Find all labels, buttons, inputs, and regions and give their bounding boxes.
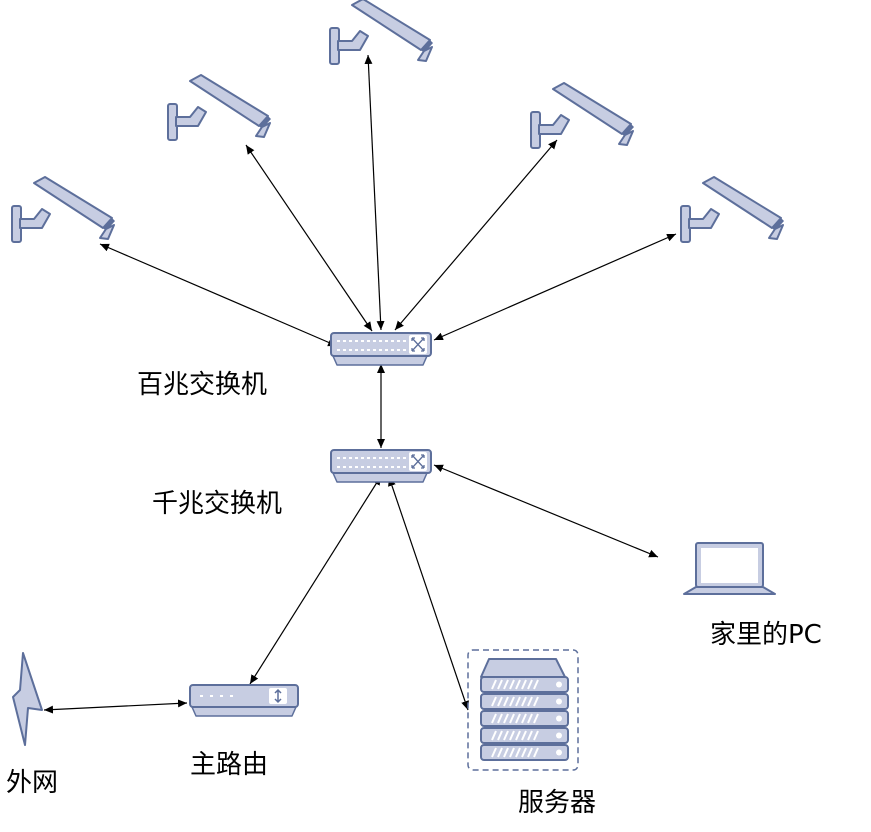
- link-camera-1: [99, 243, 338, 347]
- server-label: 服务器: [518, 788, 597, 818]
- link-camera-3: [364, 54, 385, 331]
- switch-1g-icon: [330, 449, 432, 483]
- link-internet: [43, 699, 188, 714]
- camera-icon: [680, 176, 785, 243]
- switch-100m-label: 百兆交换机: [137, 370, 268, 400]
- camera-icon: [530, 82, 635, 149]
- laptop-icon: [683, 542, 776, 595]
- link-camera-2: [245, 144, 373, 332]
- main-router-label: 主路由: [190, 750, 269, 780]
- server-icon: [467, 649, 579, 771]
- router-icon: [189, 684, 299, 717]
- link-server: [388, 476, 469, 711]
- home-pc-label: 家里的PC: [710, 620, 822, 650]
- link-camera-5: [433, 233, 677, 341]
- lightning-icon: [12, 652, 43, 746]
- switch-1g-label: 千兆交换机: [152, 489, 283, 519]
- internet-label: 外网: [6, 768, 59, 798]
- switch-100m-icon: [330, 332, 432, 366]
- camera-icon: [11, 176, 116, 243]
- link-home-pc: [433, 464, 659, 558]
- camera-icon: [167, 74, 272, 141]
- link-camera-4: [394, 139, 558, 331]
- camera-icon: [329, 0, 434, 65]
- link-main-router: [249, 475, 382, 685]
